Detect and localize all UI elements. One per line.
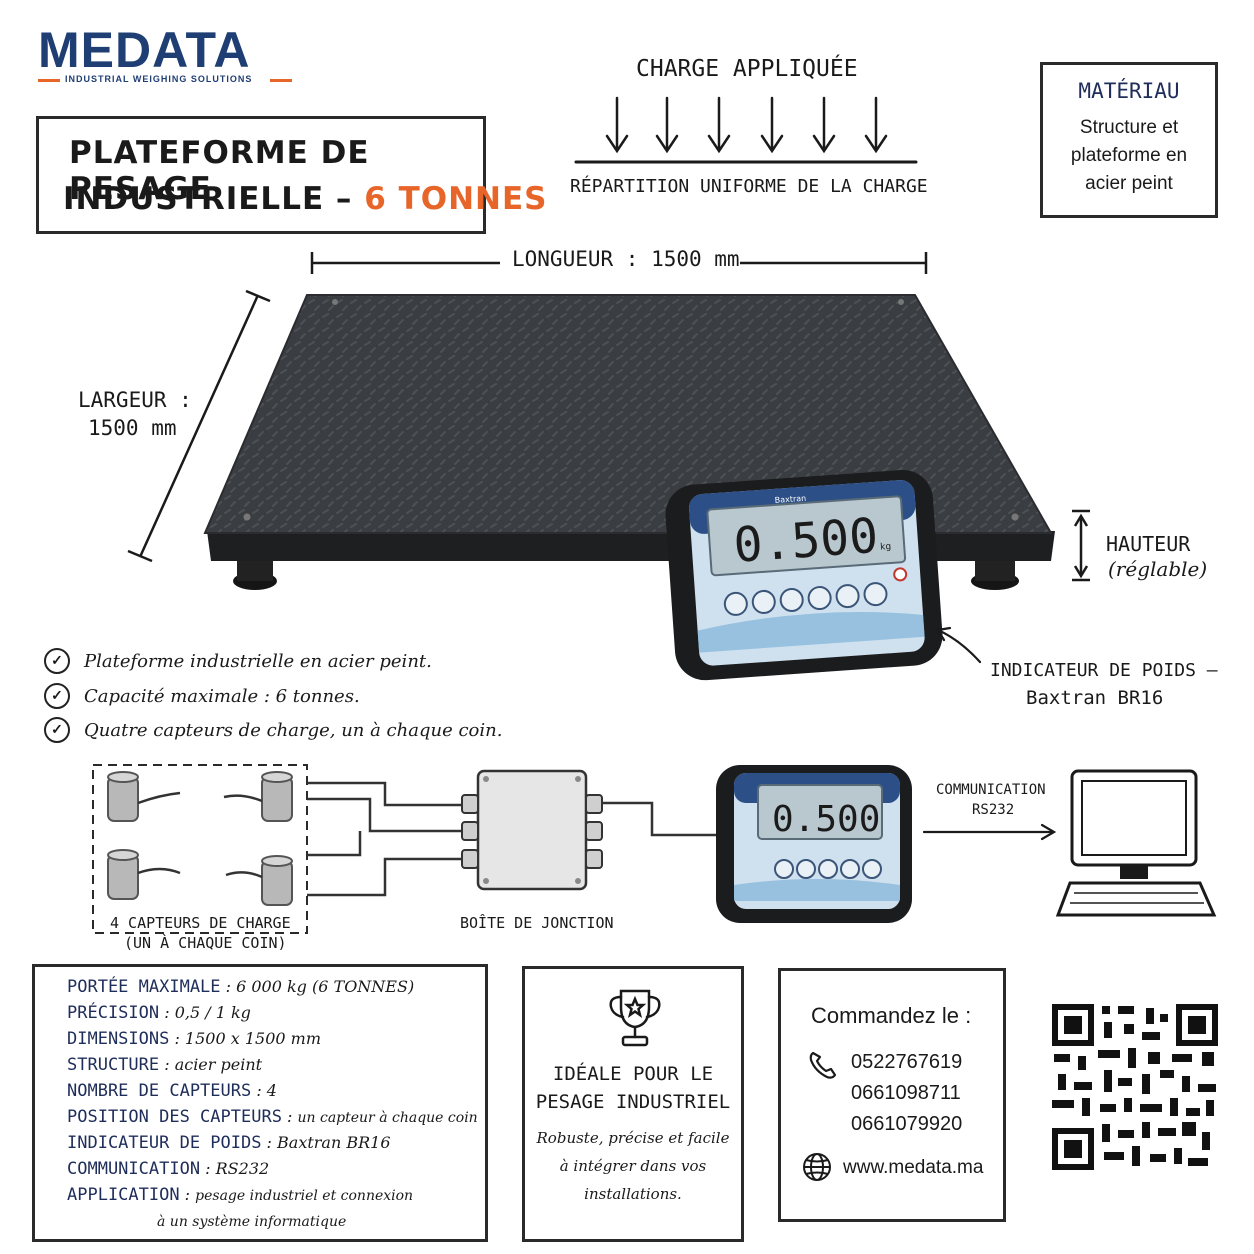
weighing-platform [203,294,1055,590]
phone-number[interactable]: 0661098711 [851,1082,961,1104]
trophy-icon [609,989,661,1047]
brand-logo: MEDATA INDUSTRIAL WEIGHING SOLUTIONS [38,24,298,88]
load-cell-icon [107,849,181,900]
width-dimension-line [127,289,271,563]
length-label: LONGUEUR : 1500 mm [512,247,740,271]
qr-code[interactable] [1052,1004,1218,1170]
load-cell-icon [223,771,293,822]
ideal-title-1: IDÉALE POUR LE [552,1063,714,1085]
ideal-text-2: à intégrer dans vos [559,1157,707,1175]
indicator-label-2: Baxtran BR16 [1026,687,1164,709]
load-cell-icon [107,771,181,822]
phone-icon [809,1051,837,1079]
spec-row: INDICATEUR DE POIDS : Baxtran BR16 [67,1133,391,1153]
weight-indicator-small: 0.500 [716,765,912,923]
indicator-small-display-value: 0.500 [772,799,880,840]
title-line2-prefix: INDUSTRIELLE – [63,181,365,217]
order-title: Commandez le : [811,1003,972,1028]
material-text-3: acier peint [1085,173,1173,194]
feature-item: ✓Plateforme industrielle en acier peint. [44,648,432,674]
check-icon: ✓ [44,717,70,743]
wiring-diagram: 0.500 [92,764,1217,934]
height-label-1: HAUTEUR [1106,532,1191,556]
computer-icon [1055,769,1217,917]
height-dimension-line [1072,509,1090,582]
phone-number[interactable]: 0661079920 [851,1113,963,1135]
load-label: CHARGE APPLIQUÉE [636,56,858,82]
load-distribution: RÉPARTITION UNIFORME DE LA CHARGE [570,176,928,197]
ideal-title-2: PESAGE INDUSTRIEL [535,1091,731,1113]
check-icon: ✓ [44,683,70,709]
sensors-label-1: 4 CAPTEURS DE CHARGE [110,914,291,932]
length-dimension-line [310,252,928,274]
spec-row: DIMENSIONS : 1500 x 1500 mm [67,1029,321,1049]
indicator-display-value: 0.500 [732,508,880,574]
spec-row: COMMUNICATION : RS232 [67,1159,270,1179]
brand-name: MEDATA [38,22,251,78]
load-cell-icon [225,855,293,906]
sensors-label-2: (UN À CHAQUE COIN) [124,934,287,952]
spec-row: PRÉCISION : 0,5 / 1 kg [67,1003,251,1023]
width-label-2: 1500 mm [88,416,177,440]
load-arrows [574,96,918,164]
indicator-display-unit: kg [880,542,892,553]
comm-label-2: RS232 [972,802,1015,818]
weight-indicator-large: Baxtran 0.500 kg [665,469,943,681]
title-highlight: 6 TONNES [364,181,548,217]
indicator-brand-text: Baxtran [774,494,806,505]
specs-box: PORTÉE MAXIMALE : 6 000 kg (6 TONNES) PR… [32,964,488,1242]
title-line1: PLATEFORME DE PESAGE [69,135,370,207]
website-link[interactable]: www.medata.ma [843,1157,984,1178]
material-box: MATÉRIAU Structure et plateforme en acie… [1040,62,1218,218]
phone-number[interactable]: 0522767619 [851,1051,963,1073]
title-line2: INDUSTRIELLE – 6 TONNES [63,181,547,217]
globe-icon [803,1153,831,1181]
spec-row-continued: à un système informatique [157,1214,347,1230]
spec-row: STRUCTURE : acier peint [67,1055,263,1075]
spec-row: APPLICATION : pesage industriel et conne… [67,1185,414,1205]
width-label-1: LARGEUR : [78,388,192,412]
order-box: Commandez le : 0522767619 0661098711 066… [778,968,1006,1222]
junction-label: BOÎTE DE JONCTION [460,914,614,932]
indicator-label-1: INDICATEUR DE POIDS – [990,660,1218,681]
comm-label-1: COMMUNICATION [936,782,1046,798]
junction-box-icon [461,769,603,891]
spec-row: NOMBRE DE CAPTEURS : 4 [67,1081,277,1101]
spec-row: PORTÉE MAXIMALE : 6 000 kg (6 TONNES) [67,977,415,997]
brand-tagline: INDUSTRIAL WEIGHING SOLUTIONS [65,74,253,84]
material-text-2: plateforme en [1070,145,1188,166]
material-title: MATÉRIAU [1078,79,1180,103]
check-icon: ✓ [44,648,70,674]
indicator-pointer-arrow [936,626,982,664]
ideal-text-1: Robuste, précise et facile [536,1129,730,1147]
ideal-text-3: installations. [584,1185,682,1203]
height-label-2: (réglable) [1108,557,1208,581]
feature-item: ✓Capacité maximale : 6 tonnes. [44,683,360,709]
title-box: PLATEFORME DE PESAGE INDUSTRIELLE – 6 TO… [36,116,546,234]
spec-row: POSITION DES CAPTEURS : un capteur à cha… [67,1107,478,1127]
feature-item: ✓Quatre capteurs de charge, un à chaque … [44,717,502,743]
ideal-box: IDÉALE POUR LE PESAGE INDUSTRIEL Robuste… [522,966,744,1242]
material-text-1: Structure et [1079,117,1179,138]
